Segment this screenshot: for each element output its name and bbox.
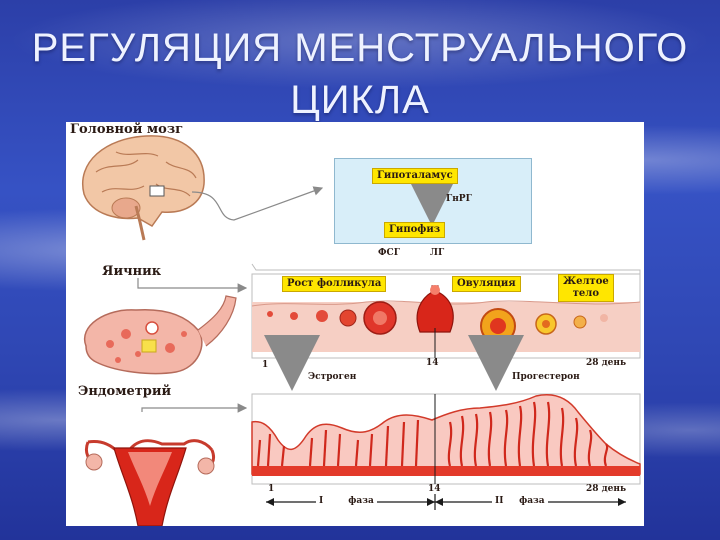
menstrual-cycle-diagram: Головной мозг Гипоталамус ГнРГ Гипофиз Ф…: [66, 122, 644, 526]
uterus-illustration: [86, 441, 214, 526]
follicle-growth-label: Рост фолликула: [282, 276, 386, 292]
fsh-label: ФСГ: [378, 248, 400, 258]
lh-label: ЛГ: [430, 248, 444, 258]
phase-2-label: II фаза: [492, 496, 548, 506]
phase-1-word: фаза: [348, 496, 374, 506]
axis-day-28: 28 день: [586, 484, 626, 494]
ovulation-label: Овуляция: [452, 276, 521, 292]
corpus-luteum-line-1: Желтое: [563, 276, 609, 287]
brain-label: Головной мозг: [70, 122, 183, 137]
ovary-day-28: 28 день: [586, 358, 626, 368]
slide-title-line-2: ЦИКЛА: [0, 74, 720, 126]
axis-day-1: 1: [268, 484, 274, 494]
phase-2-number: II: [495, 496, 503, 506]
corpus-luteum-label: Желтое тело: [558, 274, 614, 302]
axis-day-14: 14: [428, 484, 441, 494]
progesterone-label: Прогестерон: [512, 372, 580, 382]
pituitary-label: Гипофиз: [384, 222, 445, 238]
diagram-drawing: [66, 122, 644, 526]
slide-title-line-1: РЕГУЛЯЦИЯ МЕНСТРУАЛЬНОГО: [0, 22, 720, 74]
phase-2-word: фаза: [519, 496, 545, 506]
gnrh-label: ГнРГ: [446, 194, 472, 204]
ovary-label: Яичник: [102, 264, 161, 279]
corpus-luteum-line-2: тело: [573, 288, 599, 299]
ovary-day-1: 1: [262, 360, 268, 370]
phase-1-number: I: [319, 496, 323, 506]
phase-1-label: I фаза: [316, 496, 377, 506]
slide-title: РЕГУЛЯЦИЯ МЕНСТРУАЛЬНОГО ЦИКЛА: [0, 22, 720, 126]
estrogen-label: Эстроген: [308, 372, 356, 382]
brain-illustration: [83, 136, 204, 240]
hypothalamus-label: Гипоталамус: [372, 168, 458, 184]
ovary-illustration: [85, 296, 236, 374]
ovary-day-14: 14: [426, 358, 439, 368]
endometrium-label: Эндометрий: [78, 384, 171, 399]
